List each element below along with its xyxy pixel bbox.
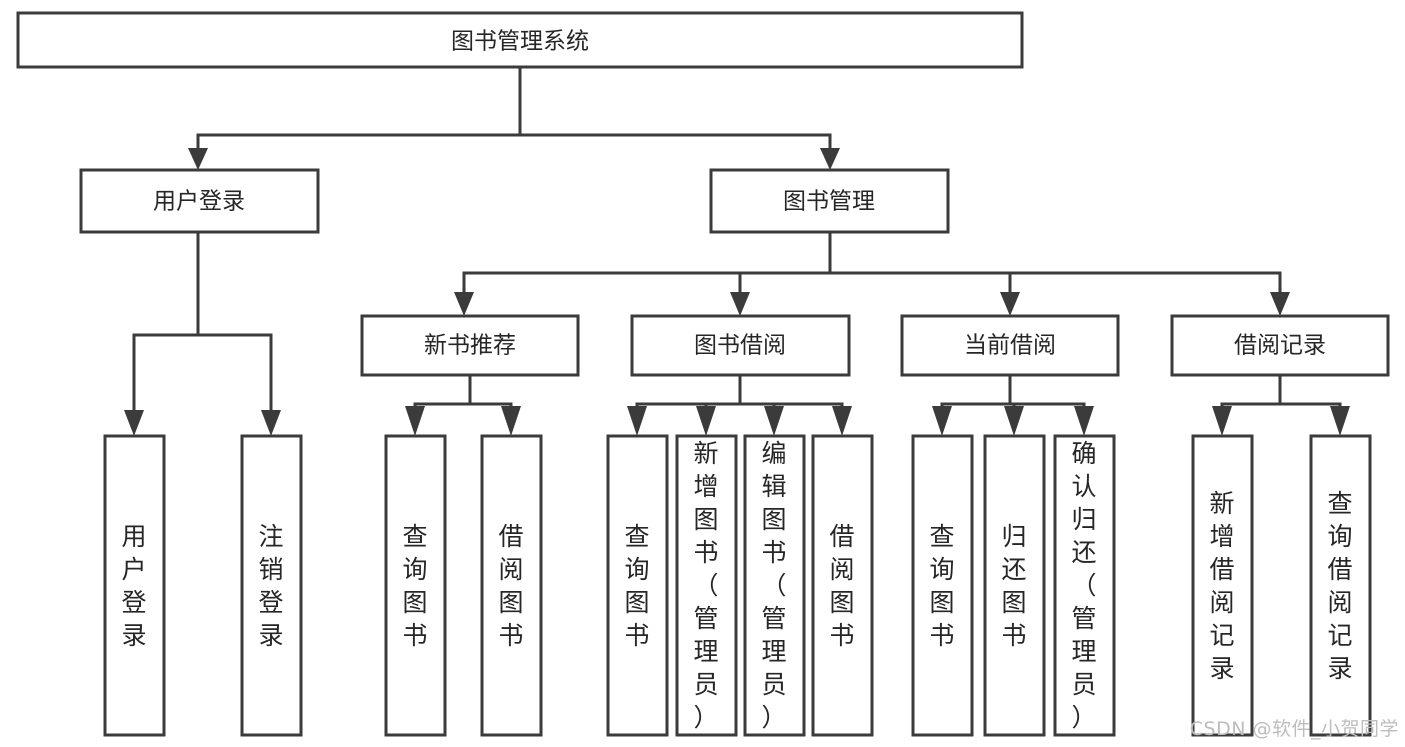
connector-group-book-management <box>454 230 1290 316</box>
node-new-book-recommend-label: 新书推荐 <box>424 333 516 359</box>
connector-group-new-book-recommend <box>405 373 521 436</box>
leaf-borrow-book-1-label: 借阅图书 <box>498 522 523 650</box>
node-borrow-record[interactable]: 借阅记录 <box>1170 314 1390 377</box>
leaf-borrow-book-1-box[interactable] <box>480 434 543 737</box>
leaf-query-book-1-box[interactable] <box>384 434 447 737</box>
leaf-borrow-book-2-box[interactable] <box>811 434 874 737</box>
arrow-head-user-login <box>188 148 208 170</box>
arrow-head-book-borrow <box>730 292 750 316</box>
arrow-head-leaf-query-book-1 <box>405 406 425 436</box>
node-book-management-label: 图书管理 <box>783 189 875 215</box>
arrow-head-leaf-edit-book-admin <box>764 406 784 436</box>
leaf-confirm-return-admin[interactable]: 确认归还（管理员） <box>1053 434 1116 737</box>
node-book-management-box[interactable] <box>709 168 950 234</box>
leaf-query-book-2-box[interactable] <box>606 434 669 737</box>
arrow-head-book-management <box>820 148 840 170</box>
arrow-head-new-book-recommend <box>454 292 474 316</box>
leaf-confirm-return-admin-label: 确认归还（管理员） <box>1071 439 1096 732</box>
leaf-add-book-admin[interactable]: 新增图书（管理员） <box>675 434 738 737</box>
leaf-return-book-box[interactable] <box>983 434 1046 737</box>
node-borrow-record-box[interactable] <box>1170 314 1390 377</box>
csdn-watermark: CSDN @软件_小贺同学 <box>1189 718 1399 740</box>
leaf-logout-login[interactable]: 注销登录 <box>240 434 303 737</box>
leaf-add-book-admin-box[interactable] <box>675 434 738 737</box>
arrow-head-leaf-user-login <box>124 410 144 436</box>
arrow-head-current-borrow <box>1000 292 1020 316</box>
node-root-label: 图书管理系统 <box>451 29 589 55</box>
arrow-head-leaf-borrow-book-1 <box>501 406 521 436</box>
arrow-head-leaf-return-book <box>1004 406 1024 436</box>
node-current-borrow[interactable]: 当前借阅 <box>900 314 1120 377</box>
leaf-user-login-label: 用户登录 <box>121 522 146 650</box>
connector-group-borrow-record <box>1212 373 1350 436</box>
node-borrow-record-label: 借阅记录 <box>1234 333 1326 359</box>
leaf-add-borrow-record-box[interactable] <box>1191 434 1254 737</box>
arrow-head-leaf-query-borrow-record <box>1330 406 1350 436</box>
leaf-logout-login-box[interactable] <box>240 434 303 737</box>
node-book-borrow[interactable]: 图书借阅 <box>630 314 851 377</box>
leaf-query-borrow-record-label: 查询借阅记录 <box>1327 489 1352 683</box>
leaf-query-book-3[interactable]: 查询图书 <box>911 434 974 737</box>
leaf-return-book[interactable]: 归还图书 <box>983 434 1046 737</box>
leaf-borrow-book-1[interactable]: 借阅图书 <box>480 434 543 737</box>
arrow-head-leaf-logout-login <box>261 410 281 436</box>
arrow-head-leaf-query-book-3 <box>932 406 952 436</box>
leaf-query-book-3-label: 查询图书 <box>929 522 954 650</box>
node-book-borrow-label: 图书借阅 <box>694 333 786 359</box>
arrow-head-leaf-query-book-2 <box>627 406 647 436</box>
arrow-head-leaf-borrow-book-2 <box>832 406 852 436</box>
leaf-query-book-1-label: 查询图书 <box>402 522 427 650</box>
leaf-borrow-book-2[interactable]: 借阅图书 <box>811 434 874 737</box>
leaf-return-book-label: 归还图书 <box>1001 522 1026 650</box>
connector-group-user-login <box>124 230 281 436</box>
leaf-query-book-2[interactable]: 查询图书 <box>606 434 669 737</box>
node-root-box[interactable] <box>16 11 1024 69</box>
leaf-logout-login-label: 注销登录 <box>258 522 283 650</box>
connector-group-root <box>188 65 840 170</box>
leaf-add-book-admin-label: 新增图书（管理员） <box>693 439 718 732</box>
node-user-login[interactable]: 用户登录 <box>79 168 320 234</box>
arrow-head-leaf-add-borrow-record <box>1212 406 1232 436</box>
leaf-query-book-2-label: 查询图书 <box>624 522 649 650</box>
leaf-query-book-3-box[interactable] <box>911 434 974 737</box>
node-book-management[interactable]: 图书管理 <box>709 168 950 234</box>
node-user-login-box[interactable] <box>79 168 320 234</box>
node-new-book-recommend[interactable]: 新书推荐 <box>360 314 580 377</box>
leaf-query-borrow-record-box[interactable] <box>1309 434 1372 737</box>
leaf-borrow-book-2-label: 借阅图书 <box>829 522 854 650</box>
leaf-edit-book-admin[interactable]: 编辑图书（管理员） <box>743 434 806 737</box>
node-book-borrow-box[interactable] <box>630 314 851 377</box>
leaf-edit-book-admin-label: 编辑图书（管理员） <box>761 439 786 732</box>
leaf-add-borrow-record[interactable]: 新增借阅记录 <box>1191 434 1254 737</box>
arrow-head-leaf-add-book-admin <box>696 406 716 436</box>
arrow-head-leaf-confirm-return-admin <box>1074 406 1094 436</box>
node-current-borrow-label: 当前借阅 <box>964 333 1056 359</box>
leaf-edit-book-admin-box[interactable] <box>743 434 806 737</box>
leaf-query-borrow-record[interactable]: 查询借阅记录 <box>1309 434 1372 737</box>
arrow-head-borrow-record <box>1270 292 1290 316</box>
leaf-query-book-1[interactable]: 查询图书 <box>384 434 447 737</box>
node-user-login-label: 用户登录 <box>153 189 245 215</box>
leaf-user-login-box[interactable] <box>103 434 166 737</box>
leaf-user-login[interactable]: 用户登录 <box>103 434 166 737</box>
node-current-borrow-box[interactable] <box>900 314 1120 377</box>
connector-group-book-borrow <box>627 373 852 436</box>
node-root[interactable]: 图书管理系统 <box>16 11 1024 69</box>
leaf-confirm-return-admin-box[interactable] <box>1053 434 1116 737</box>
node-new-book-recommend-box[interactable] <box>360 314 580 377</box>
connector-group-current-borrow <box>932 373 1094 436</box>
leaf-add-borrow-record-label: 新增借阅记录 <box>1209 489 1234 683</box>
